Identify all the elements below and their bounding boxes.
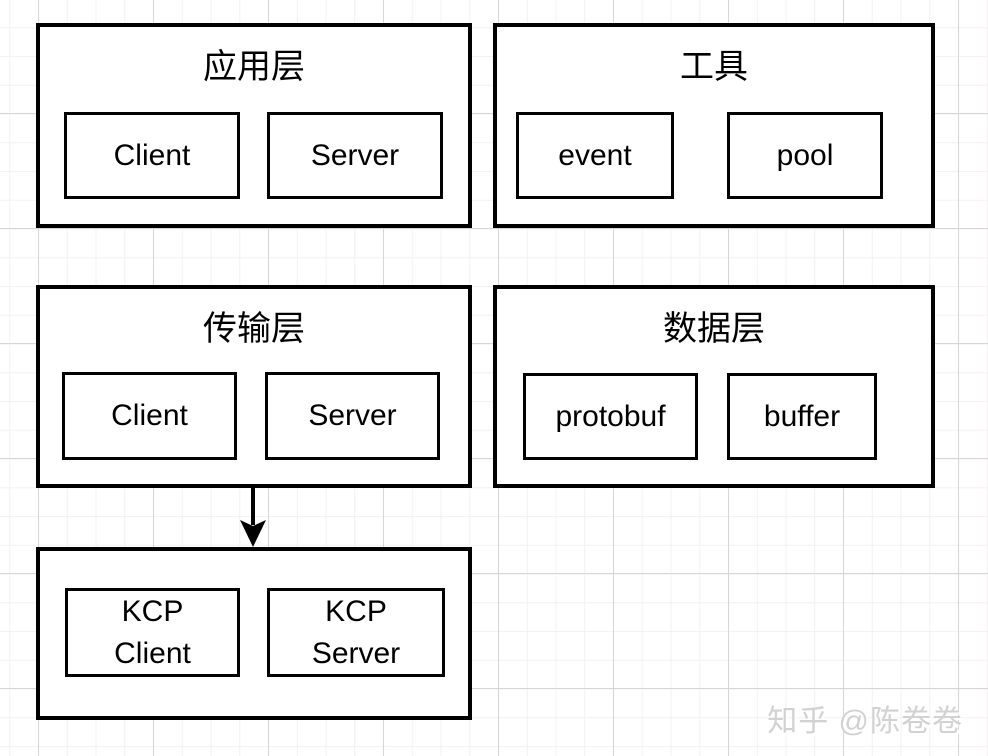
group-title-application-layer: 应用层 (203, 48, 305, 86)
node-label: buffer (763, 399, 841, 433)
watermark-text: 知乎 @陈卷卷 (767, 705, 963, 738)
node-label: KCP Client (114, 594, 191, 670)
node-app-server: Server (267, 112, 443, 199)
group-data-layer: 数据层 protobuf buffer (493, 285, 935, 488)
group-title-data-layer: 数据层 (663, 310, 765, 348)
node-kcp-client: KCP Client (65, 588, 240, 677)
node-protobuf: protobuf (523, 373, 698, 460)
node-label: Client (113, 138, 191, 172)
group-title-tools: 工具 (680, 48, 748, 86)
node-app-client: Client (64, 112, 240, 199)
node-label: Client (111, 399, 188, 432)
node-buffer: buffer (727, 373, 877, 460)
group-kcp: KCP Client KCP Server (36, 547, 472, 720)
group-tools: 工具 event pool (493, 23, 935, 228)
node-event: event (516, 112, 674, 199)
node-transport-server: Server (265, 372, 440, 460)
group-transport-layer: 传输层 Client Server (36, 285, 472, 488)
node-label: pool (776, 138, 834, 172)
node-kcp-server: KCP Server (267, 588, 445, 677)
down-arrow-connector (240, 488, 266, 547)
node-label: event (558, 138, 632, 172)
node-pool: pool (727, 112, 883, 199)
group-title-transport-layer: 传输层 (203, 310, 305, 348)
node-label: KCP Server (311, 594, 401, 670)
node-label: Server (308, 399, 397, 432)
node-transport-client: Client (62, 372, 237, 460)
node-label: Server (310, 138, 400, 172)
group-application-layer: 应用层 Client Server (36, 23, 472, 228)
node-label: protobuf (555, 399, 666, 433)
